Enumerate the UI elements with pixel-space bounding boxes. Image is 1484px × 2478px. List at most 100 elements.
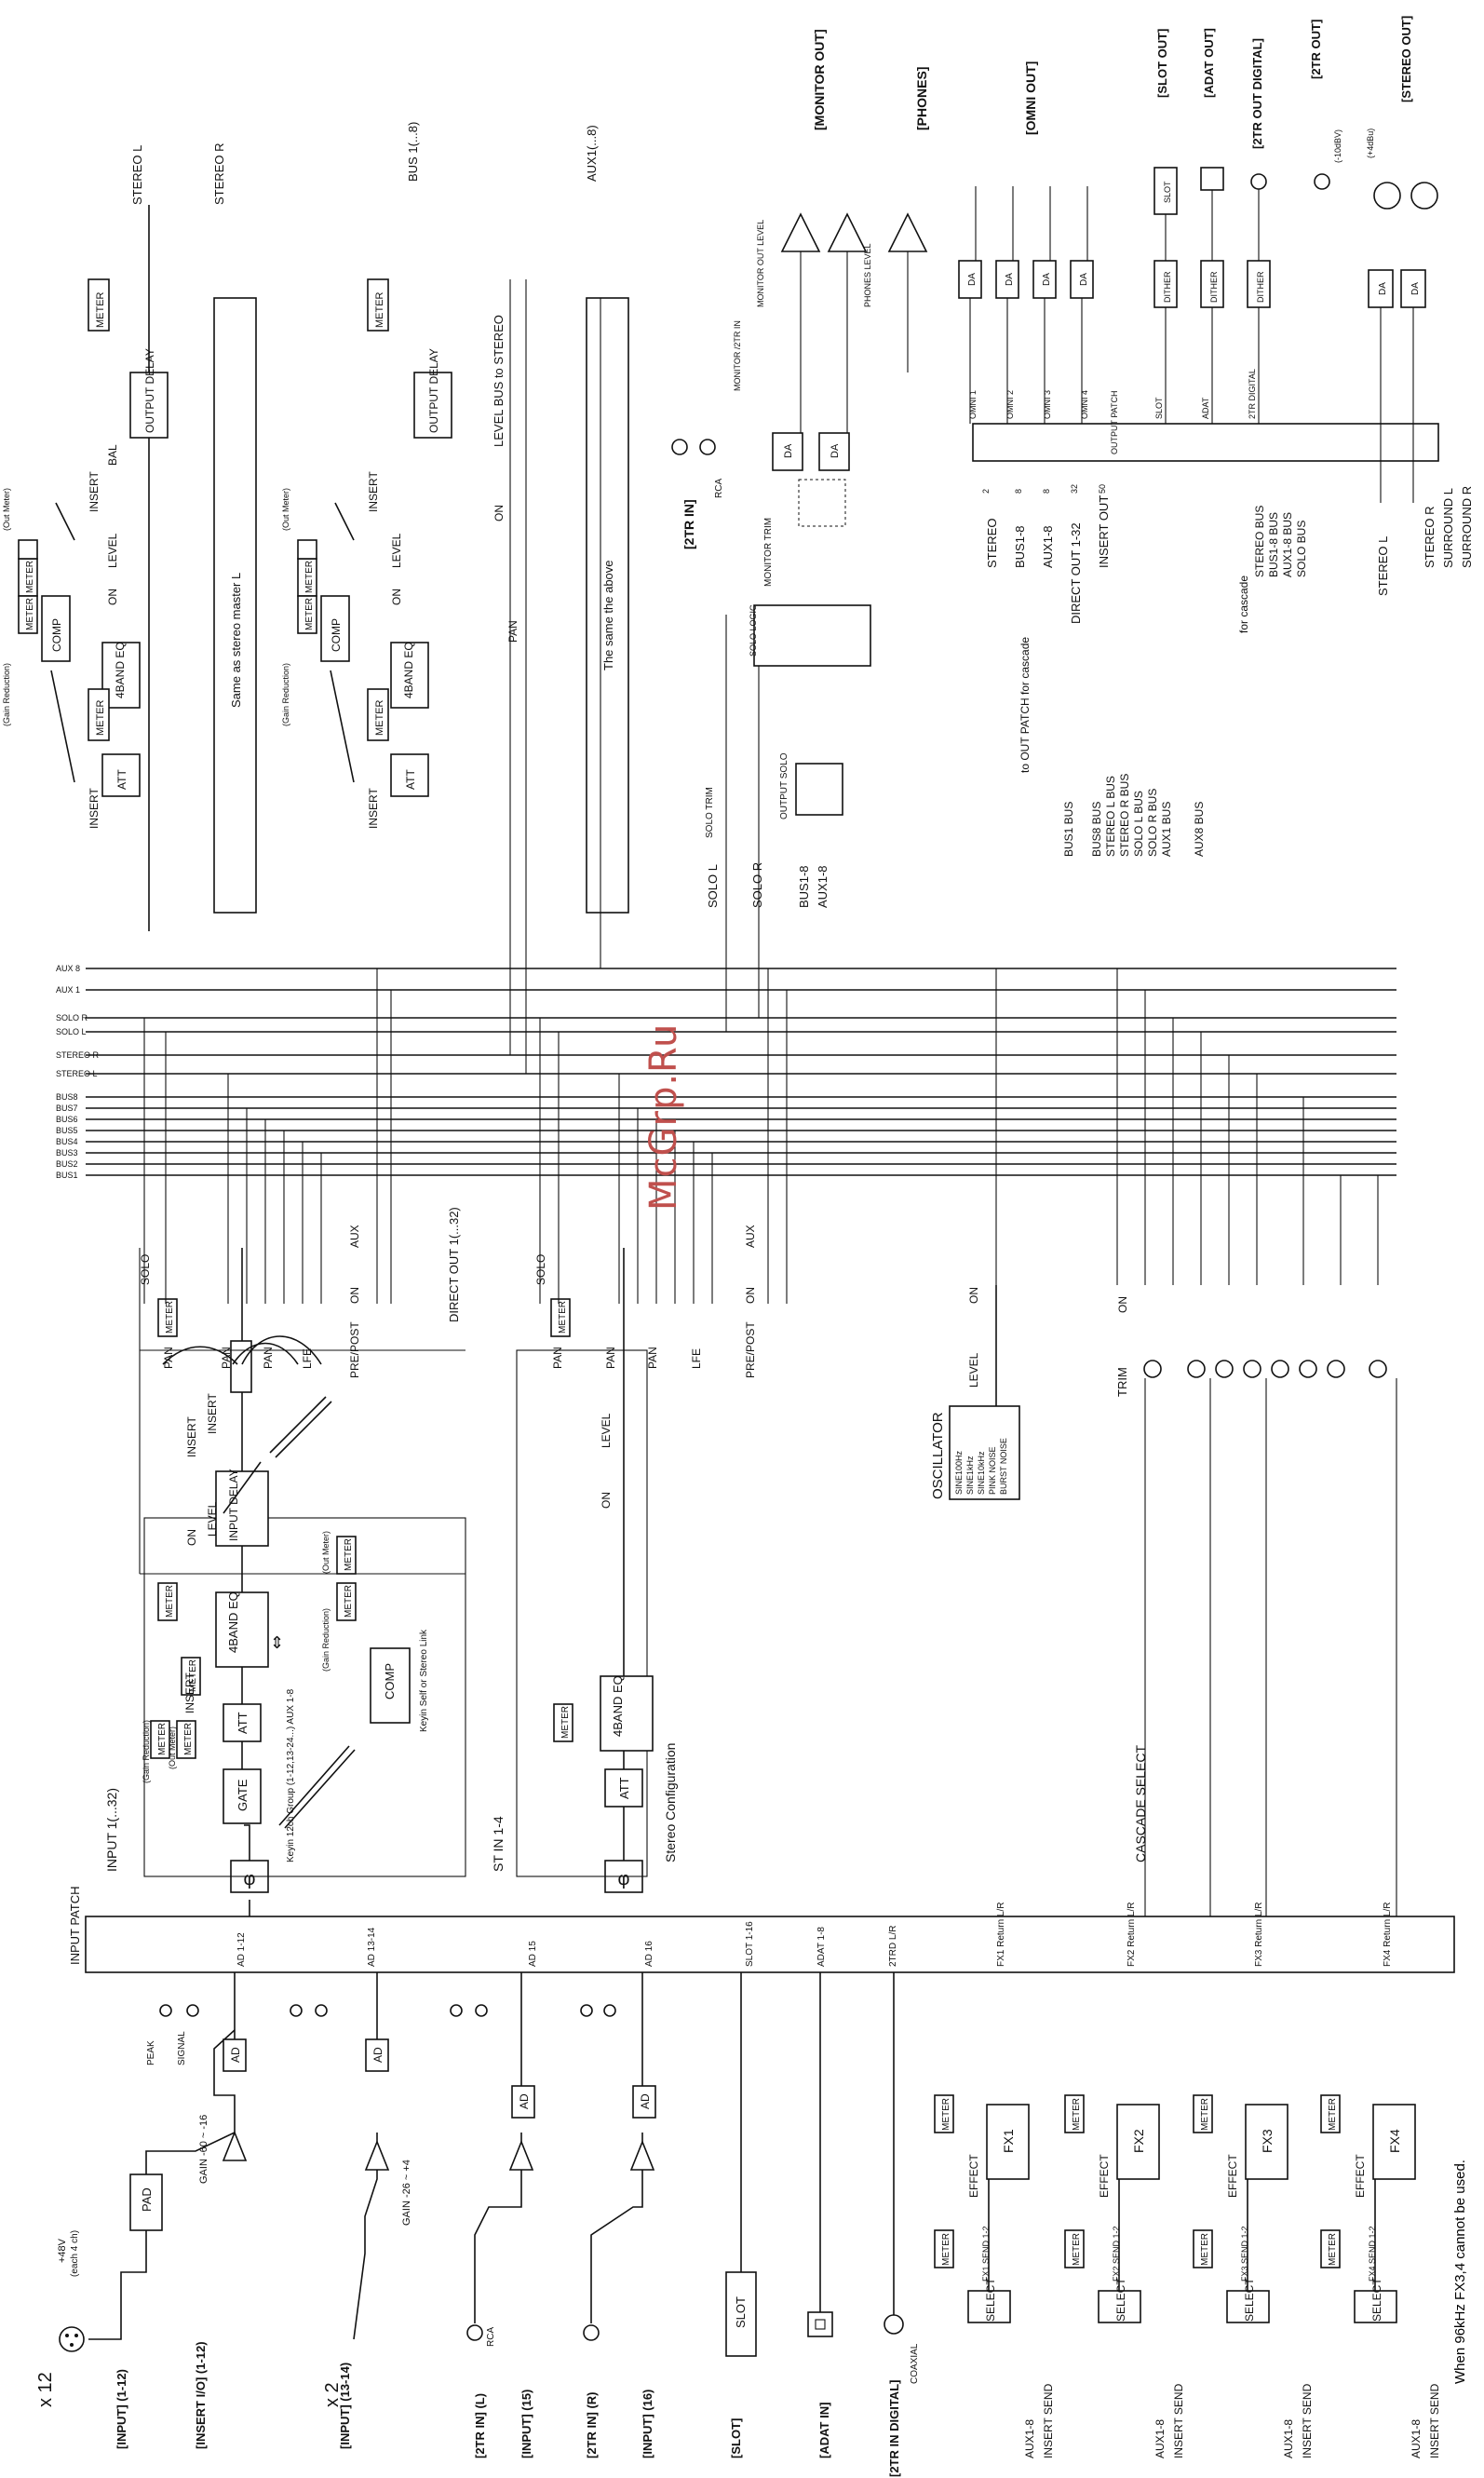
svg-text:[OMNI OUT]: [OMNI OUT] [1023,61,1038,135]
svg-text:[2TR IN] (L): [2TR IN] (L) [473,2393,487,2458]
svg-text:(Gain Reduction): (Gain Reduction) [321,1608,331,1672]
svg-text:BUS8 BUS: BUS8 BUS [1090,802,1103,857]
svg-text:SOLO R BUS: SOLO R BUS [1146,789,1159,857]
svg-text:AUX 8: AUX 8 [56,964,80,973]
aux-placeholder-box [586,297,629,914]
svg-text:AUX 1: AUX 1 [56,985,80,995]
svg-text:COMP: COMP [383,1663,397,1699]
svg-text:to OUT PATCH for cascade: to OUT PATCH for cascade [1019,637,1032,773]
xlr-connector-icon [59,2326,85,2352]
svg-text:OSCILLATOR: OSCILLATOR [930,1412,946,1499]
svg-text:METER: METER [374,291,385,328]
svg-text:Keyin Self or Stereo Link: Keyin Self or Stereo Link [419,1629,429,1732]
svg-text:SOLO LOGIC: SOLO LOGIC [749,604,758,657]
svg-text:METER: METER [941,2233,951,2266]
svg-text:PAN: PAN [646,1347,659,1369]
svg-text:LEVEL: LEVEL [106,533,119,568]
svg-text:SLOT 1-16: SLOT 1-16 [745,1921,755,1967]
input-section: x 12 +48V (each 4 ch) PAD GAIN -60 ~ -16… [35,1972,920,2477]
svg-text:SOLO: SOLO [139,1254,152,1285]
svg-text:AUX: AUX [348,1225,361,1248]
svg-text:x 2: x 2 [322,2382,343,2407]
svg-text:Same as stereo master L: Same as stereo master L [229,573,243,708]
svg-text:50: 50 [1098,484,1107,494]
fx2-unit: SELECT FX2 METER METER EFFECT FX2 SEND 1… [1064,2094,1160,2323]
swap-icon: ⇕ [270,1633,284,1652]
svg-text:AUX1-8: AUX1-8 [1410,2419,1423,2458]
svg-text:LEVEL: LEVEL [967,1352,980,1388]
svg-text:4BAND EQ: 4BAND EQ [226,1591,240,1653]
svg-text:FX1 SEND 1-2: FX1 SEND 1-2 [981,2226,991,2282]
svg-text:DA: DA [783,443,794,458]
svg-text:Keyin 12ch Group (1-12,13-24..: Keyin 12ch Group (1-12,13-24...) AUX 1-8 [286,1688,296,1862]
svg-text:INSERT OUT: INSERT OUT [1097,495,1111,568]
input-13-14-connector: [INPUT] (13-14) [338,2363,352,2449]
signal-led-icon [186,2004,199,2017]
svg-text:OUTPUT DELAY: OUTPUT DELAY [427,348,440,433]
svg-text:8: 8 [1042,489,1051,494]
svg-text:ON: ON [348,1287,361,1304]
fx3-unit: SELECT FX3 METER METER EFFECT FX3 SEND 1… [1193,2094,1288,2323]
svg-text:[2TR IN DIGITAL]: [2TR IN DIGITAL] [887,2380,901,2477]
svg-text:LFE: LFE [690,1348,703,1369]
svg-text:OMNI 1: OMNI 1 [968,390,978,419]
svg-text:BAL: BAL [106,444,119,466]
monitor-section: SOLO TRIM OUTPUT SOLO SOLO L SOLO R BUS1… [671,29,929,1032]
svg-text:ON: ON [185,1529,198,1546]
svg-text:PAN: PAN [551,1347,564,1369]
rca-l-icon [466,2324,483,2341]
svg-text:MONITOR TRIM: MONITOR TRIM [763,518,774,587]
watermark: McGrp.Ru [642,1022,685,1211]
svg-text:BUS1: BUS1 [56,1171,78,1180]
svg-text:PAN: PAN [604,1347,617,1369]
svg-text:METER: METER [95,291,106,328]
svg-text:(Out Meter): (Out Meter) [321,1531,331,1574]
svg-text:[MONITOR OUT]: [MONITOR OUT] [812,29,827,130]
svg-text:AD: AD [518,2093,531,2109]
svg-text:(Out Meter): (Out Meter) [2,488,11,531]
svg-text:STEREO L: STEREO L [1376,536,1390,596]
stereo-r-placeholder-box [213,297,257,914]
svg-text:ATT: ATT [617,1777,631,1799]
svg-text:BUS7: BUS7 [56,1104,78,1113]
svg-text:FX3 SEND 1-2: FX3 SEND 1-2 [1240,2226,1249,2282]
svg-text:INSERT: INSERT [185,1416,198,1457]
svg-text:BUS3: BUS3 [56,1148,78,1158]
svg-text:BUS 1(...8): BUS 1(...8) [406,122,420,182]
svg-text:(-10dBV): (-10dBV) [1333,129,1342,163]
svg-text:INPUT DELAY: INPUT DELAY [227,1469,240,1541]
svg-text:ATT: ATT [236,1712,250,1734]
svg-text:SOLO L: SOLO L [706,864,720,908]
svg-text:AUX1 BUS: AUX1 BUS [1160,802,1173,857]
svg-text:SOLO L: SOLO L [56,1027,87,1036]
st-in-frame [516,1349,648,1877]
svg-text:FX2 SEND 1-2: FX2 SEND 1-2 [1112,2226,1121,2282]
svg-text:AD: AD [229,2047,242,2063]
svg-text:4BAND EQ: 4BAND EQ [611,1675,625,1737]
rca-r-icon [583,2324,600,2341]
svg-text:METER: METER [344,1538,354,1571]
svg-text:[PHONES]: [PHONES] [914,67,929,130]
svg-text:BUS6: BUS6 [56,1115,78,1124]
svg-text:4BAND EQ: 4BAND EQ [402,642,415,698]
trim-knob-row [1143,1360,1387,1378]
svg-text:OMNI 4: OMNI 4 [1080,390,1089,419]
svg-text:METER: METER [183,1723,194,1755]
svg-text:GAIN -26 ~ +4: GAIN -26 ~ +4 [401,2160,412,2226]
svg-text:OUTPUT PATCH: OUTPUT PATCH [1110,390,1119,454]
oscillator: OSCILLATOR SINE100Hz SINE1kHz SINE10kHz … [930,1285,1020,1500]
svg-text:Stereo Configuration: Stereo Configuration [663,1743,678,1862]
fx1-unit: SELECT FX1 METER METER EFFECT FX1 SEND 1… [934,2094,1030,2323]
svg-text:SINE1kHz: SINE1kHz [965,1456,975,1495]
input-1-12-connector: [INPUT] (1-12) [115,2369,128,2449]
svg-text:METER: METER [95,699,106,736]
svg-text:MONITOR OUT LEVEL: MONITOR OUT LEVEL [756,220,765,307]
svg-text:DA: DA [967,273,978,286]
svg-text:for cascade: for cascade [1237,575,1250,633]
svg-text:DIRECT OUT 1(...32): DIRECT OUT 1(...32) [447,1207,461,1322]
svg-text:FX2 Return L/R: FX2 Return L/R [1126,1903,1137,1967]
svg-text:(Gain Reduction): (Gain Reduction) [142,1720,151,1783]
st-in-strip: φ ST IN 1-4 Stereo Configuration ATT 4BA… [491,1225,757,1893]
svg-text:METER: METER [558,1301,568,1334]
svg-text:FX1 Return L/R: FX1 Return L/R [996,1903,1006,1967]
